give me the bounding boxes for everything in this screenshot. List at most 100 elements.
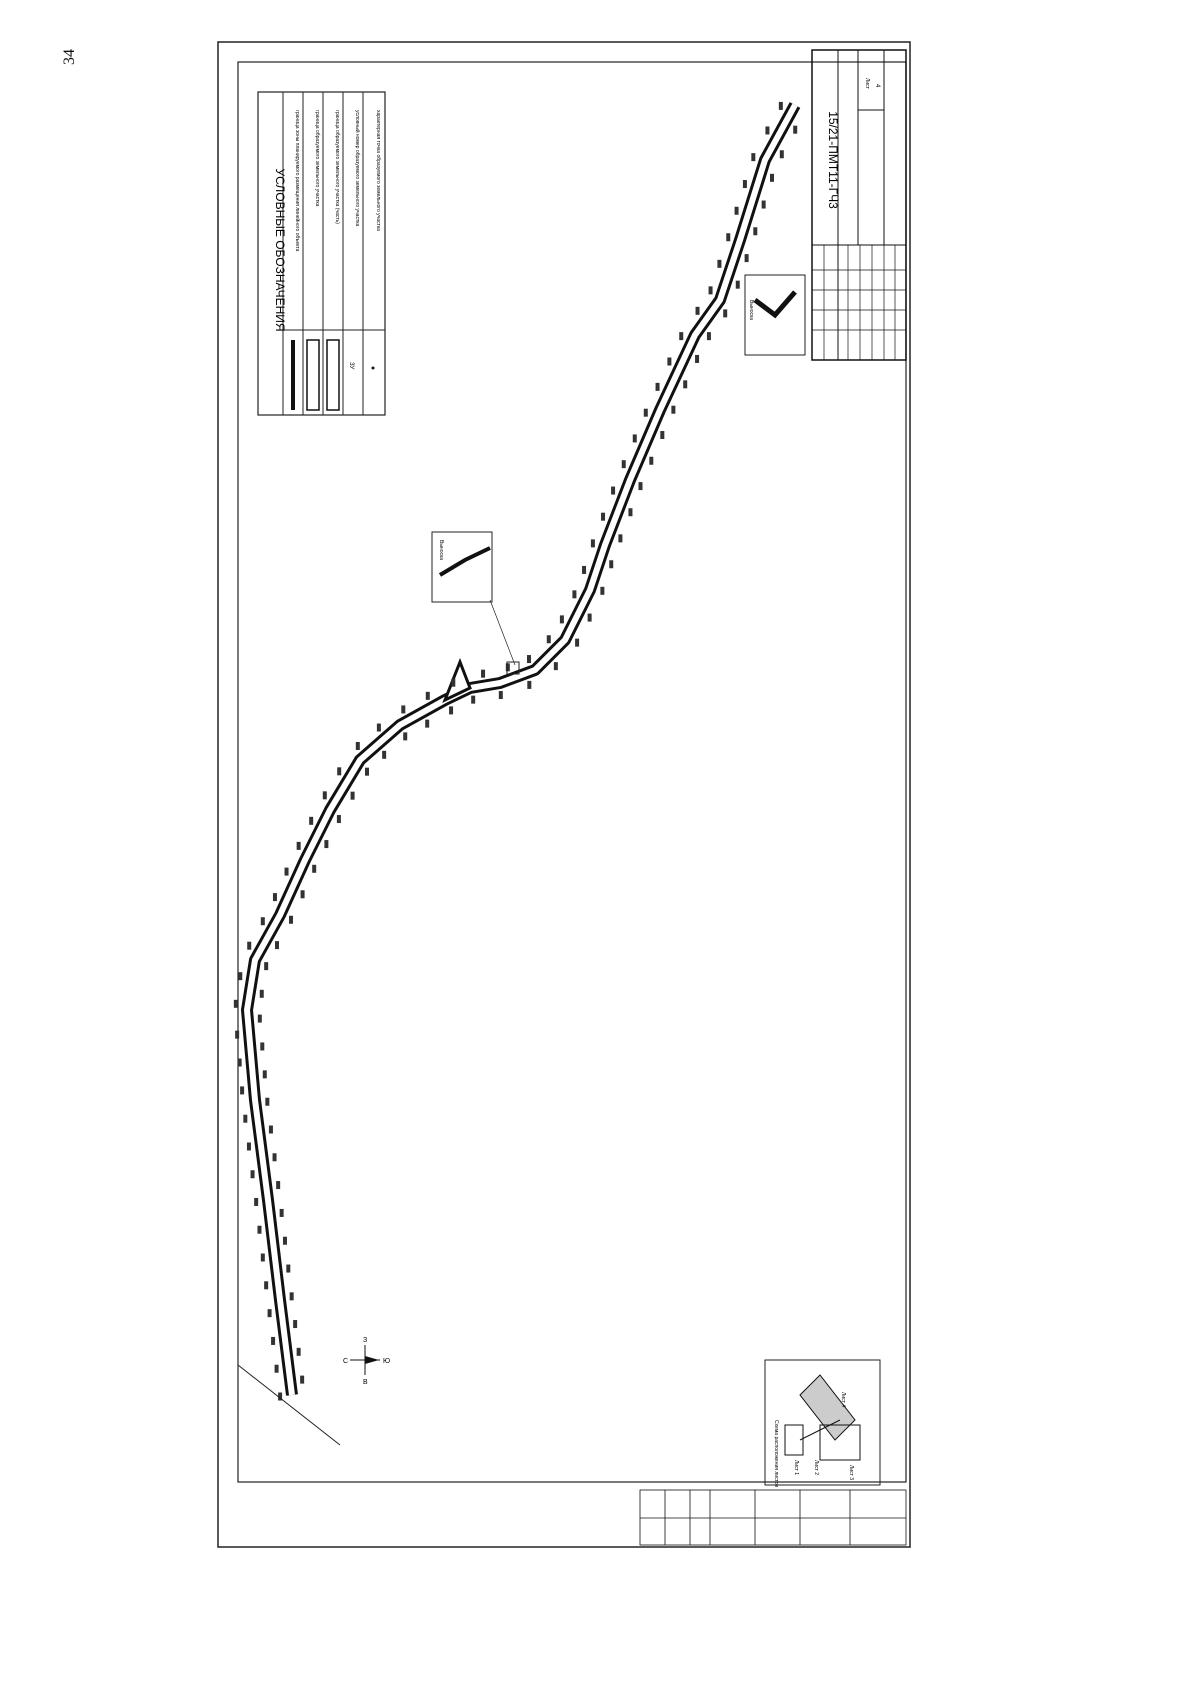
point-marker xyxy=(559,615,564,624)
point-marker xyxy=(726,233,731,242)
point-marker xyxy=(265,1097,270,1106)
point-marker xyxy=(793,125,798,134)
west-label: З xyxy=(363,1337,367,1344)
point-marker xyxy=(683,380,688,389)
point-marker xyxy=(655,382,660,391)
point-marker xyxy=(274,941,279,950)
legend-item: условный номер образуемого земельного уч… xyxy=(354,110,361,227)
point-marker xyxy=(471,695,476,704)
point-marker xyxy=(350,791,355,800)
point-marker xyxy=(638,482,643,491)
point-marker xyxy=(322,791,327,800)
approval-stamp xyxy=(639,1489,907,1546)
point-marker xyxy=(735,280,740,289)
legend: УСЛОВНЫЕ ОБОЗНАЧЕНИЯ граница зоны планир… xyxy=(257,91,386,416)
south-label: Ю xyxy=(383,1358,390,1365)
point-marker xyxy=(260,917,265,926)
point-marker xyxy=(425,691,430,700)
point-marker xyxy=(250,1170,255,1179)
point-marker xyxy=(671,405,676,414)
north-label: С xyxy=(343,1358,348,1365)
point-marker xyxy=(643,408,648,417)
point-marker xyxy=(609,560,614,569)
route-zone xyxy=(233,101,801,1401)
point-marker xyxy=(761,200,766,209)
point-marker xyxy=(247,941,252,950)
point-marker xyxy=(734,206,739,215)
point-marker xyxy=(590,539,595,548)
point-marker xyxy=(289,1292,294,1301)
point-marker xyxy=(264,962,269,971)
point-marker xyxy=(296,841,301,850)
point-marker xyxy=(296,1347,301,1356)
point-marker xyxy=(271,1336,276,1345)
sheet-scheme: Схема расположения листов Лист 1 Лист 2 … xyxy=(764,1359,881,1488)
point-marker xyxy=(401,705,406,714)
point-marker xyxy=(376,723,381,732)
sheet-scheme-title: Схема расположения листов xyxy=(773,1420,779,1488)
point-marker xyxy=(309,816,314,825)
point-marker xyxy=(336,815,341,824)
north-arrow: С Ю З В xyxy=(343,1337,390,1386)
callout-label: Выноска xyxy=(438,540,444,560)
point-marker xyxy=(300,890,305,899)
sheet-label: Лист 1 xyxy=(793,1460,799,1475)
point-marker xyxy=(632,434,637,443)
point-marker xyxy=(382,750,387,759)
east-label: В xyxy=(363,1379,368,1386)
point-marker xyxy=(364,767,369,776)
legend-item: граница образуемого земельного участка xyxy=(314,110,320,207)
point-marker xyxy=(628,508,633,517)
point-marker xyxy=(278,1392,283,1401)
point-marker xyxy=(498,691,503,700)
point-marker xyxy=(268,1125,273,1134)
point-marker xyxy=(765,126,770,135)
callout-label: Выноска xyxy=(748,300,754,320)
point-marker xyxy=(257,1014,262,1023)
callout-detail: Выноска xyxy=(744,274,806,356)
point-marker xyxy=(235,1030,240,1039)
point-marker xyxy=(679,332,684,341)
point-marker xyxy=(240,1086,245,1095)
point-marker xyxy=(279,1208,284,1217)
legend-title: УСЛОВНЫЕ ОБОЗНАЧЕНИЯ xyxy=(273,168,287,331)
point-marker xyxy=(778,101,783,110)
point-marker xyxy=(575,638,580,647)
point-marker xyxy=(527,680,532,689)
point-marker xyxy=(751,153,756,162)
point-marker xyxy=(324,840,329,849)
point-marker xyxy=(276,1181,281,1190)
point-marker xyxy=(695,354,700,363)
point-marker xyxy=(238,972,243,981)
point-marker xyxy=(695,306,700,315)
point-marker xyxy=(618,534,623,543)
point-marker xyxy=(600,586,605,595)
point-marker xyxy=(587,613,592,622)
point-marker xyxy=(451,678,456,687)
legend-item: граница образуемого земельного участка (… xyxy=(334,110,340,224)
point-marker xyxy=(572,590,577,599)
drawing-code: 15/21-ПМТ11-ГЧ3 xyxy=(826,111,840,209)
point-marker xyxy=(717,259,722,268)
point-marker xyxy=(282,1236,287,1245)
point-marker xyxy=(257,1225,262,1234)
point-marker xyxy=(742,180,747,189)
point-marker xyxy=(259,989,264,998)
point-marker xyxy=(272,1153,277,1162)
point-marker xyxy=(286,1264,291,1273)
point-marker xyxy=(649,456,654,465)
point-sample-icon xyxy=(371,366,375,370)
callout-detail: Выноска xyxy=(431,531,520,675)
point-marker xyxy=(284,867,289,876)
point-marker xyxy=(660,431,665,440)
legend-item: характерная точка образуемого земельного… xyxy=(375,110,381,231)
point-marker xyxy=(262,1070,267,1079)
title-block: 15/21-ПМТ11-ГЧ3 Лист 4 xyxy=(811,49,907,361)
inner-frame xyxy=(237,61,907,1483)
outer-frame xyxy=(217,41,911,1548)
point-marker xyxy=(546,635,551,644)
point-marker xyxy=(293,1320,298,1329)
point-marker xyxy=(246,1142,251,1151)
point-marker xyxy=(553,662,558,671)
sheet-number: 4 xyxy=(874,84,880,88)
